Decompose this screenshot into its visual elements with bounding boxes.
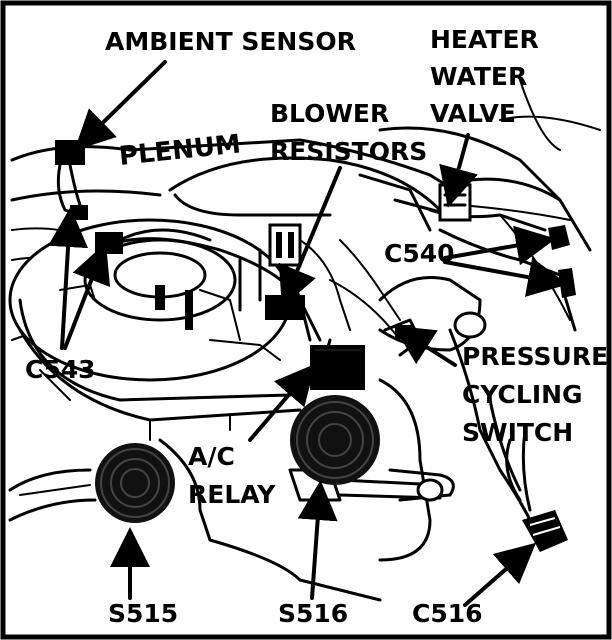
s516-splice	[290, 395, 380, 485]
arrow-ac-relay	[248, 363, 316, 442]
arrow-c540-b	[443, 257, 568, 297]
arrow-c543-a	[48, 207, 89, 350]
lower-housing	[8, 276, 532, 602]
label-pressure-line1: PRESSURE	[462, 342, 608, 371]
label-c516: C516	[412, 599, 483, 628]
callout-labels: AMBIENT SENSOR HEATER WATER VALVE BLOWER…	[25, 25, 608, 628]
arrow-c543-b	[63, 242, 111, 350]
arrow-c540-a	[443, 225, 556, 266]
blower-resistors-component	[265, 223, 305, 320]
arrow-heater-water-valve	[439, 133, 478, 208]
label-pressure-line2: CYCLING	[462, 380, 583, 409]
label-blower-line2: RESISTORS	[270, 137, 427, 166]
arrow-ambient-sensor	[74, 60, 167, 151]
s515-splice	[95, 443, 175, 523]
heater-water-valve-component	[438, 183, 472, 222]
arrow-pressure-cycling-switch	[393, 325, 457, 367]
arrow-c516	[463, 542, 537, 607]
label-s516: S516	[278, 599, 348, 628]
label-c540: C540	[384, 239, 455, 268]
label-ac-line2: RELAY	[188, 480, 276, 509]
label-heater-line1: HEATER	[430, 25, 539, 54]
arrow-blower-resistors	[278, 166, 342, 308]
label-blower-line1: BLOWER	[270, 99, 389, 128]
c543-connector	[95, 232, 123, 254]
c516-connector	[522, 510, 568, 552]
label-c543: C543	[25, 355, 96, 384]
label-heater-line2: WATER	[430, 62, 527, 91]
label-ambient-sensor: AMBIENT SENSOR	[105, 27, 356, 56]
arrow-s516	[297, 480, 338, 600]
label-heater-line3: VALVE	[430, 99, 516, 128]
leader-arrows	[48, 60, 568, 607]
label-s515: S515	[108, 599, 178, 628]
label-pressure-line3: SWITCH	[462, 418, 573, 447]
ambient-sensor-component	[55, 140, 88, 220]
ac-relay-component	[310, 345, 365, 390]
label-ac-line1: A/C	[188, 442, 235, 471]
